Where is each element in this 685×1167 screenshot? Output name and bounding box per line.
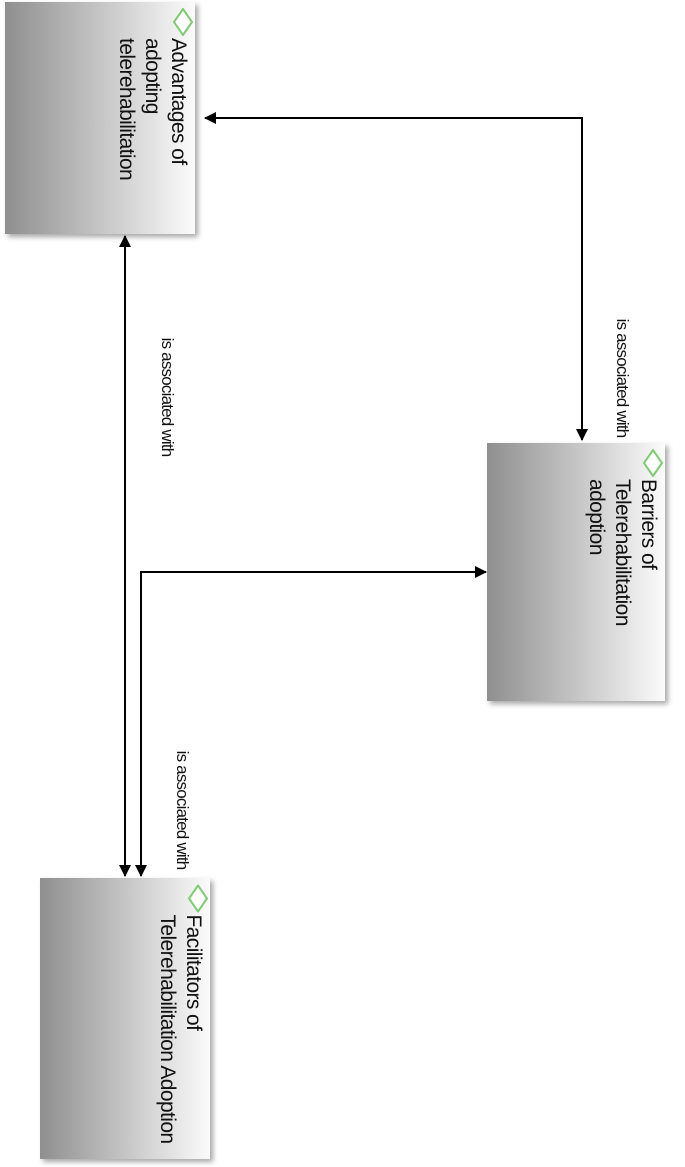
diamond-icon: [188, 884, 208, 912]
node-advantages[interactable]: Advantages of adopting telerehabilitatio…: [5, 2, 195, 234]
edge-barriers-advantages[interactable]: [204, 112, 588, 441]
node-label: Advantages of adopting telerehabilitatio…: [115, 38, 190, 181]
edge-facilitators-barriers[interactable]: [135, 566, 487, 877]
node-label: Barriers of Telerehabilitation adoption: [585, 479, 660, 626]
diamond-icon: [173, 8, 193, 36]
edge-label: is associated with: [158, 337, 177, 457]
edge-label: is associated with: [613, 318, 632, 438]
node-label: Facilitators of Telerehabilitation Adopt…: [156, 914, 205, 1143]
diamond-icon: [643, 449, 663, 477]
edge-label: is associated with: [173, 750, 192, 870]
node-barriers[interactable]: Barriers of Telerehabilitation adoption: [487, 443, 665, 701]
node-facilitators[interactable]: Facilitators of Telerehabilitation Adopt…: [40, 878, 210, 1159]
